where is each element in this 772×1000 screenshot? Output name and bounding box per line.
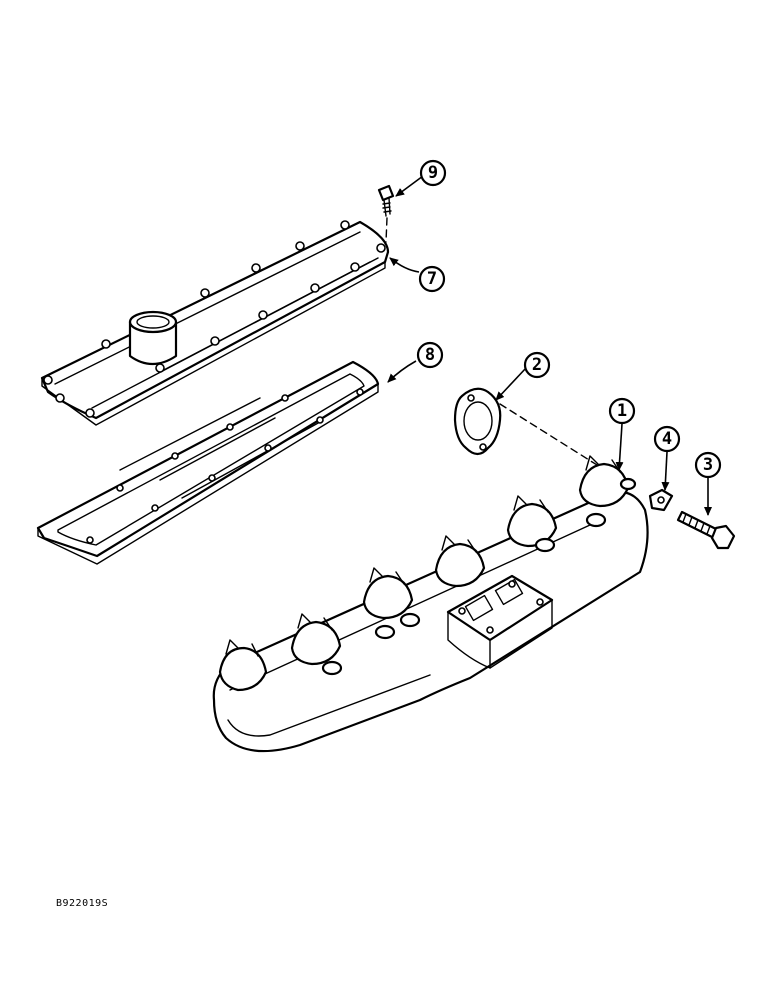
cover-screw — [377, 184, 395, 243]
callout-3: 3 — [694, 451, 722, 479]
callout-label: 7 — [427, 269, 437, 289]
lock-plate — [648, 488, 674, 512]
callout-2: 2 — [523, 351, 551, 379]
callout-1: 1 — [608, 397, 636, 425]
manifold-gasket — [453, 387, 606, 471]
callout-label: 8 — [425, 345, 435, 365]
intake-cover — [40, 220, 390, 426]
callout-4: 4 — [653, 425, 681, 453]
leader-lines — [387, 175, 712, 516]
callout-9: 9 — [419, 159, 447, 187]
bolt — [676, 510, 736, 550]
cover-gasket — [36, 360, 380, 565]
callout-label: 3 — [703, 455, 713, 475]
exhaust-manifold — [212, 455, 649, 753]
callout-label: 4 — [662, 429, 672, 449]
cover-inlet-pipe — [128, 310, 178, 366]
callout-label: 2 — [532, 355, 542, 375]
figure-code: B922019S — [56, 898, 109, 909]
turbo-flange — [446, 574, 554, 669]
callout-label: 1 — [617, 401, 627, 421]
manifold-bosses — [321, 477, 637, 676]
callout-7: 7 — [418, 265, 446, 293]
gasket-holes — [86, 388, 364, 544]
callout-label: 9 — [428, 163, 438, 183]
manifold-ports — [218, 455, 630, 692]
callout-8: 8 — [416, 341, 444, 369]
